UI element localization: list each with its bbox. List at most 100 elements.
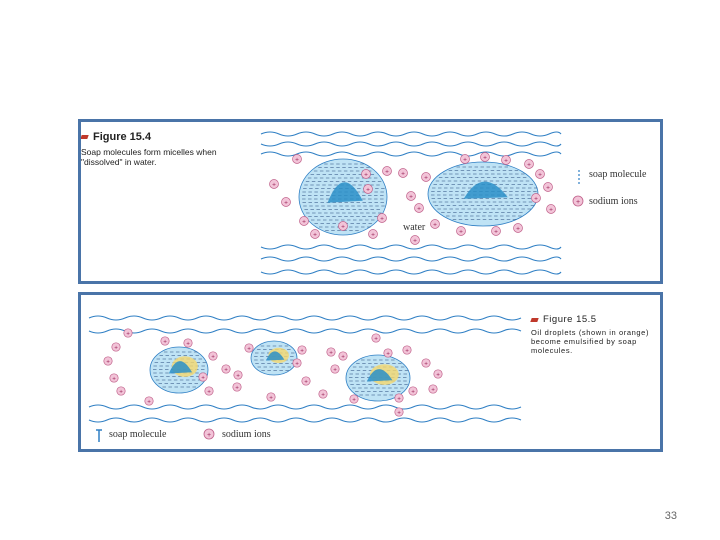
sodium-ion xyxy=(406,191,416,201)
sodium-ion-sign: + xyxy=(329,350,333,357)
water-waves xyxy=(88,315,522,423)
figure-marker-icon xyxy=(530,317,539,322)
sodium-ion xyxy=(292,358,302,368)
water-wave-line xyxy=(260,131,562,137)
sodium-ion xyxy=(543,182,553,192)
sodium-ion xyxy=(421,358,431,368)
sodium-ion-sign: + xyxy=(527,162,531,169)
sodium-ion xyxy=(103,356,113,366)
sodium-ion xyxy=(410,235,420,245)
sodium-ion-sign: + xyxy=(341,224,345,231)
sodium-ion-sign: + xyxy=(207,389,211,396)
water-wave-line xyxy=(88,315,522,321)
sodium-ion xyxy=(408,386,418,396)
sodium-ion-sign: + xyxy=(385,169,389,176)
sodium-ion-sign: + xyxy=(211,354,215,361)
sodium-ion xyxy=(414,203,424,213)
sodium-ion xyxy=(297,345,307,355)
sodium-ion xyxy=(456,226,466,236)
page-number: 33 xyxy=(664,510,677,522)
sodium-ion-sign: + xyxy=(549,207,553,214)
sodium-ion xyxy=(208,351,218,361)
sodium-ion-sign: + xyxy=(411,389,415,396)
sodium-ion xyxy=(433,369,443,379)
sodium-ion xyxy=(349,394,359,404)
sodium-ion-sign: + xyxy=(300,348,304,355)
legend-soap: soap molecule xyxy=(96,429,167,442)
figure-15-5-illustration: +++++++++++++++++++++++++++++++++ soap m… xyxy=(88,315,522,442)
sodium-ion-sign: + xyxy=(463,157,467,164)
sodium-ion-sign: + xyxy=(504,158,508,165)
sodium-ion-sign: + xyxy=(106,359,110,366)
sodium-ion xyxy=(310,229,320,239)
sodium-ion-sign: + xyxy=(304,379,308,386)
sodium-ion xyxy=(382,166,392,176)
sodium-ion xyxy=(269,179,279,189)
sodium-ion-sign: + xyxy=(112,376,116,383)
sodium-ion-sign: + xyxy=(371,232,375,239)
sodium-ion-sign: + xyxy=(147,399,151,406)
sodium-ion-sign: + xyxy=(433,222,437,229)
micelle-core xyxy=(366,369,393,382)
sodium-ion-sign: + xyxy=(272,182,276,189)
water-label: water xyxy=(403,222,426,233)
sodium-ion-sign: + xyxy=(236,373,240,380)
sodium-ion xyxy=(338,221,348,231)
sodium-ion xyxy=(501,155,511,165)
sodium-ion-sign: + xyxy=(417,206,421,213)
sodium-ion-sign: + xyxy=(364,172,368,179)
sodium-ion-sign: + xyxy=(186,341,190,348)
figure-15-5-caption-block: Figure 15.5 Oil droplets (shown in orang… xyxy=(530,314,660,355)
legend-sodium: + sodium ions xyxy=(203,428,271,440)
sodium-ion-sign: + xyxy=(126,331,130,338)
figure-15-5-panel: +++++++++++++++++++++++++++++++++ soap m… xyxy=(78,292,663,452)
sodium-ion xyxy=(109,373,119,383)
sodium-ion-sign: + xyxy=(295,361,299,368)
sodium-ion xyxy=(281,197,291,207)
sodium-ion xyxy=(160,336,170,346)
figure-15-4-caption: Soap molecules form micelles when "disso… xyxy=(81,147,217,167)
sodium-ion xyxy=(330,364,340,374)
sodium-ion xyxy=(491,226,501,236)
sodium-ion-sign: + xyxy=(235,385,239,392)
sodium-ion xyxy=(266,392,276,402)
sodium-ion xyxy=(428,384,438,394)
sodium-ion xyxy=(123,328,133,338)
sodium-ion xyxy=(398,168,408,178)
sodium-ion-sign: + xyxy=(313,232,317,239)
emulsified-oil-droplets xyxy=(149,340,411,402)
figure-15-4-panel: Figure 15.4 Soap molecules form micelles… xyxy=(78,119,663,284)
sodium-ion xyxy=(524,159,534,169)
sodium-ion-sign: + xyxy=(380,216,384,223)
sodium-ion xyxy=(430,219,440,229)
sodium-ion-sign: + xyxy=(459,229,463,236)
sodium-ion xyxy=(377,213,387,223)
sodium-ion xyxy=(363,184,373,194)
figure-15-5-title: Figure 15.5 xyxy=(543,314,597,325)
sodium-ion-sign: + xyxy=(302,219,306,226)
sodium-ion xyxy=(244,343,254,353)
sodium-ion xyxy=(531,193,541,203)
sodium-ion xyxy=(513,223,523,233)
sodium-ion xyxy=(301,376,311,386)
legend-soap-label: soap molecule xyxy=(109,429,167,440)
micelle-core xyxy=(463,181,508,199)
sodium-ion-sign: + xyxy=(538,172,542,179)
sodium-ion xyxy=(233,370,243,380)
sodium-ion xyxy=(368,229,378,239)
sodium-ion xyxy=(204,386,214,396)
water-wave-line xyxy=(88,404,522,410)
sodium-ion xyxy=(394,393,404,403)
micelle-core xyxy=(168,361,193,374)
sodium-ion-sign: + xyxy=(401,171,405,178)
sodium-ion xyxy=(198,372,208,382)
sodium-ion-sign: + xyxy=(386,351,390,358)
sodium-ion xyxy=(318,389,328,399)
sodium-ion-sign: + xyxy=(284,200,288,207)
sodium-ion xyxy=(460,154,470,164)
sodium-ion-sign: + xyxy=(436,372,440,379)
sodium-ions: +++++++++++++++++++++++++++++++++ xyxy=(103,328,443,417)
sodium-ion-sign: + xyxy=(247,346,251,353)
sodium-ion xyxy=(111,342,121,352)
water-wave-line xyxy=(88,328,522,334)
